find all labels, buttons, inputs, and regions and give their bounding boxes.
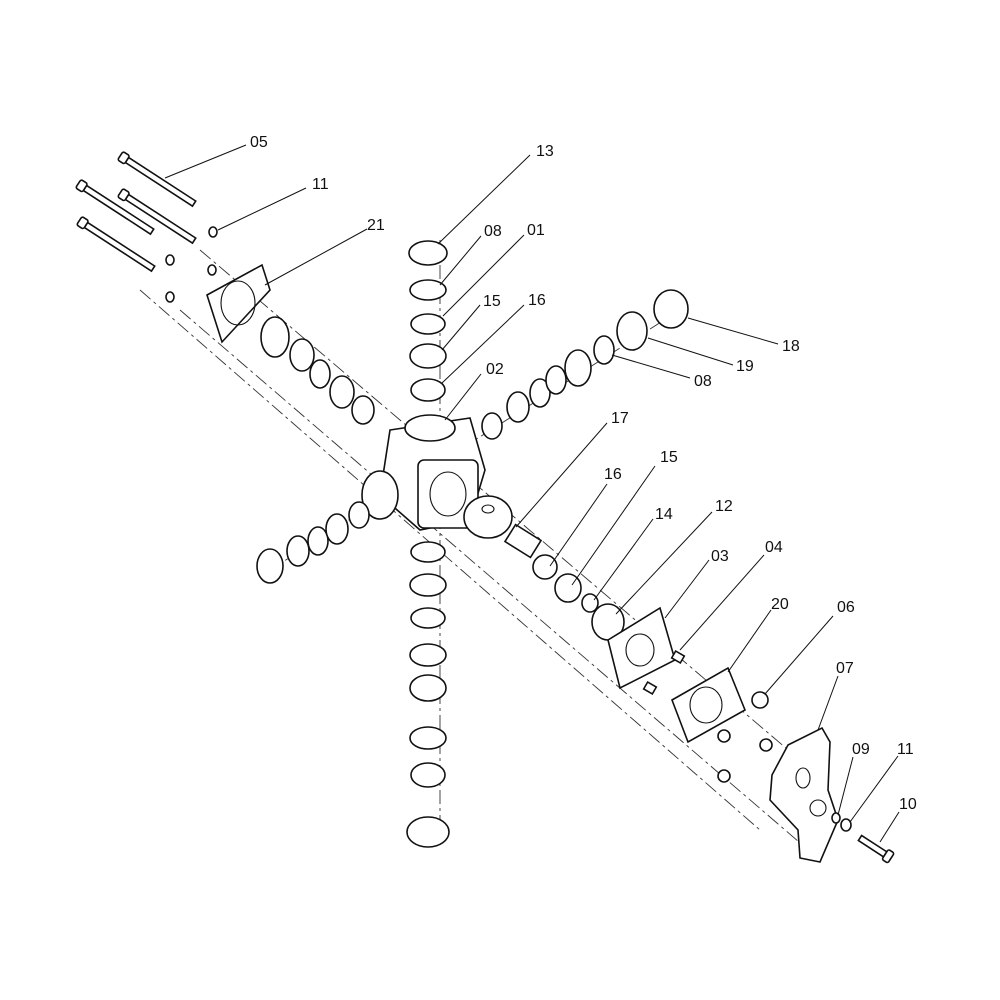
label-01: 01: [527, 222, 545, 239]
handle-lever: [769, 726, 839, 863]
label-21: 21: [367, 217, 385, 234]
bolt-washers: [165, 226, 218, 303]
label-04: 04: [765, 539, 783, 556]
lower-right-parts: [463, 495, 773, 783]
label-19: 19: [736, 358, 754, 375]
label-16-lower: 16: [604, 466, 622, 483]
label-12: 12: [715, 498, 733, 515]
label-13: 13: [536, 143, 554, 160]
label-11-top: 11: [312, 176, 329, 193]
label-05: 05: [250, 134, 268, 151]
label-10: 10: [899, 796, 917, 813]
label-02: 02: [486, 361, 504, 378]
label-09: 09: [852, 741, 870, 758]
label-14: 14: [655, 506, 673, 523]
label-03: 03: [711, 548, 729, 565]
bottom-ring-stack: [406, 541, 450, 848]
label-15-lower: 15: [660, 449, 678, 466]
label-08-right: 08: [694, 373, 712, 390]
label-11-right: 11: [897, 741, 914, 758]
part-number-labels: 05 13 11 08 01 21 15 16 18 02 19 08 17 1…: [250, 134, 917, 813]
label-07: 07: [836, 660, 854, 677]
label-16-top: 16: [528, 292, 546, 309]
label-08-top: 08: [484, 223, 502, 240]
left-upper-ring-stack: [260, 316, 375, 425]
handle-fasteners: [831, 812, 895, 864]
leader-lines: [164, 144, 900, 843]
right-upper-ring-stack: [481, 289, 689, 440]
label-20: 20: [771, 596, 789, 613]
left-lower-ring-stack: [256, 501, 370, 584]
label-15-top: 15: [483, 293, 501, 310]
label-18: 18: [782, 338, 800, 355]
label-17: 17: [611, 410, 629, 427]
long-bolts: [75, 151, 197, 273]
top-ring-stack: [408, 240, 448, 402]
flange-gasket-21: [206, 263, 271, 344]
label-06: 06: [837, 599, 855, 616]
valve-body: [361, 414, 486, 531]
